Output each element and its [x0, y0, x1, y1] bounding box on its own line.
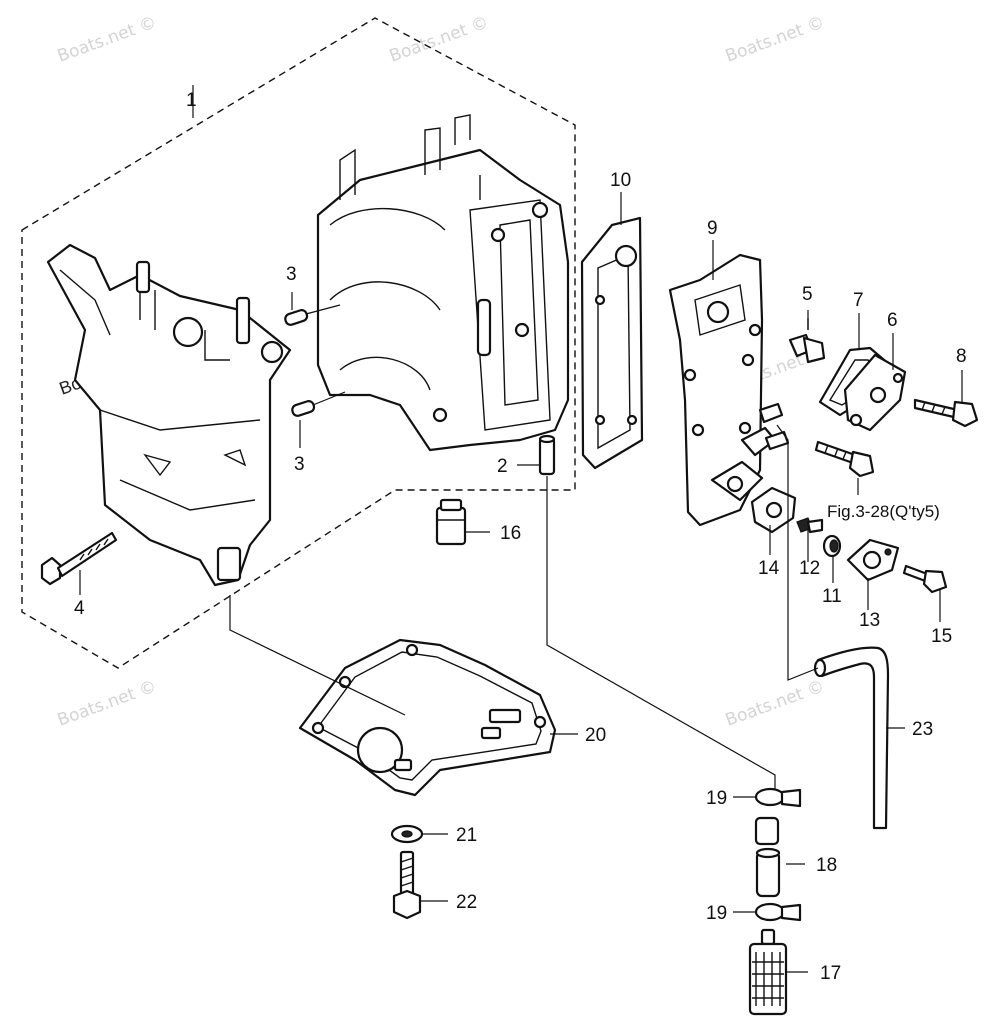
exhaust-cover-9 [668, 253, 777, 527]
cover-13 [846, 538, 900, 582]
strainer-17 [748, 928, 788, 1016]
dowel-sleeve [538, 434, 556, 476]
exhaust-gasket-10 [580, 216, 644, 470]
callout-15: 15 [931, 626, 952, 647]
callout-9: 9 [707, 218, 718, 239]
callout-4: 4 [74, 598, 85, 619]
callout-23: 23 [912, 719, 933, 740]
callout-3-lower: 3 [294, 454, 305, 475]
flange-bolt-4 [40, 531, 118, 586]
callout-17: 17 [820, 963, 841, 984]
callout-5: 5 [802, 284, 813, 305]
callout-2: 2 [497, 456, 508, 477]
hose-18 [754, 816, 781, 898]
hose-nipple [758, 402, 790, 451]
gasket-14 [750, 486, 797, 534]
bolt-8 [913, 398, 979, 428]
hose-clamp-19-lower [754, 902, 802, 922]
callout-19-upper: 19 [706, 788, 727, 809]
callout-6: 6 [887, 310, 898, 331]
leader-lines [79, 85, 963, 973]
gasket-20 [298, 638, 557, 797]
callout-20: 20 [585, 725, 606, 746]
dowel-pin-upper [284, 304, 341, 326]
callout-21: 21 [456, 825, 477, 846]
cover-6 [843, 353, 907, 432]
cylinder-block-left [46, 243, 292, 587]
screw-12 [796, 517, 824, 534]
callout-13: 13 [859, 610, 880, 631]
callout-22: 22 [456, 892, 477, 913]
figure-reference: Fig.3-28(Q'ty5) [827, 502, 940, 521]
watermark: Boats.net © [55, 12, 159, 66]
callout-16: 16 [500, 523, 521, 544]
watermark: Boats.net © [55, 676, 159, 730]
callout-3-upper: 3 [286, 264, 297, 285]
watermark: Boats.net © [723, 676, 827, 730]
bolt-22 [392, 850, 422, 920]
callout-10: 10 [610, 170, 631, 191]
assembly-boundary [21, 17, 576, 669]
fitting-16 [435, 498, 467, 546]
bolt-fig-3-28 [814, 440, 875, 478]
bolt-15 [902, 564, 948, 594]
callout-19-lower: 19 [706, 903, 727, 924]
callout-11: 11 [822, 586, 842, 607]
watermark: Boats.net © [723, 12, 827, 66]
callout-14: 14 [758, 558, 780, 579]
callout-18: 18 [816, 855, 837, 876]
callout-8: 8 [956, 346, 967, 367]
hose-23 [813, 646, 890, 830]
cylinder-block-right [316, 114, 570, 452]
screw-5 [788, 318, 826, 364]
callout-7: 7 [853, 290, 864, 311]
dowel-pin-lower [291, 391, 346, 417]
hose-clamp-19-upper [754, 787, 802, 808]
watermark: Boats.net © [387, 12, 491, 66]
callout-12: 12 [799, 558, 820, 579]
callout-1: 1 [186, 90, 197, 111]
washer-11 [822, 534, 842, 558]
washer-21 [390, 824, 424, 844]
callout-labels: 1 2 3 3 4 5 6 7 8 9 10 11 12 13 14 15 16… [74, 90, 967, 984]
